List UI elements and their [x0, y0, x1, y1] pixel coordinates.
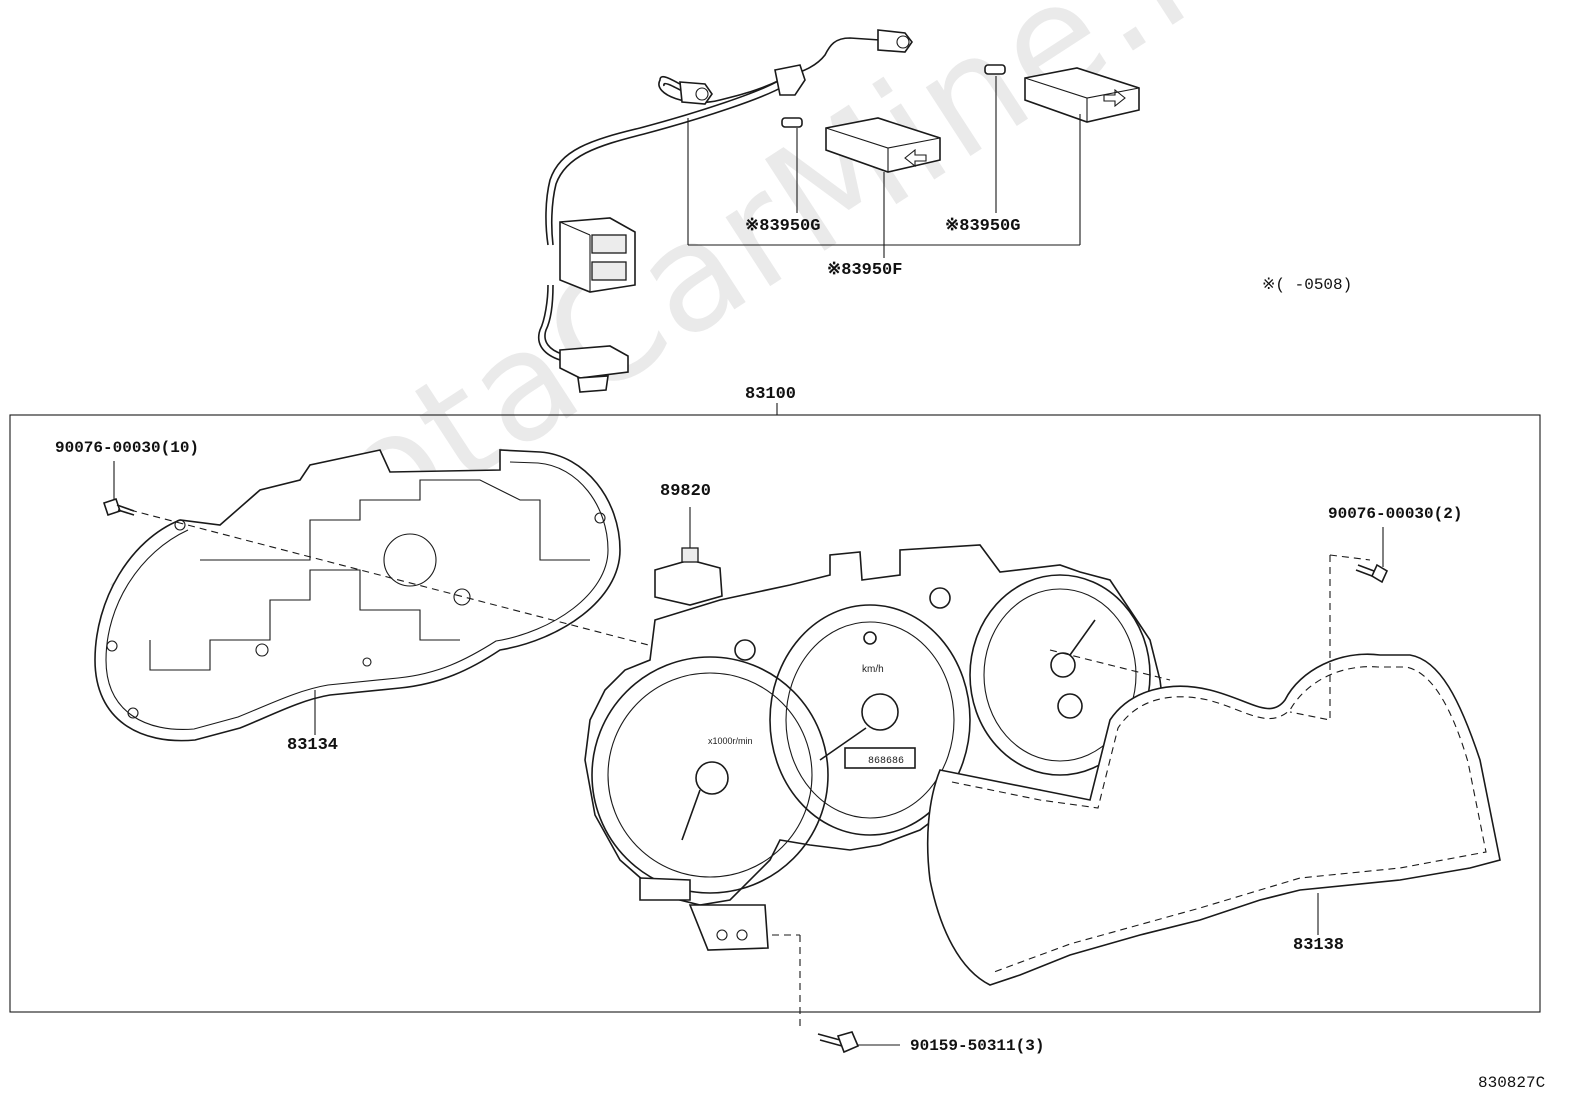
diagram-code: 830827C [1478, 1074, 1546, 1092]
screw-path-right [1289, 555, 1331, 721]
bolt-bottom [817, 1031, 900, 1054]
label-bolt-bottom: 90159-50311(3) [910, 1037, 1045, 1055]
label-83950g-left: ※83950G [745, 217, 821, 236]
label-83100: 83100 [745, 385, 797, 404]
label-83950g-right: ※83950G [945, 217, 1021, 236]
screw-path-left [129, 509, 661, 649]
label-89820: 89820 [660, 482, 712, 501]
assembly-frame-83100 [9, 403, 1541, 1013]
label-83134: 83134 [287, 736, 339, 755]
label-83138: 83138 [1293, 936, 1345, 955]
speed-unit-text: km/h [862, 664, 884, 675]
wire-harness-83950 [538, 29, 1140, 393]
tach-unit-text: x1000r/min [708, 736, 753, 746]
meter-assembly [584, 544, 1166, 951]
label-screw-right: 90076-00030(2) [1328, 505, 1463, 523]
screw-right [1355, 527, 1389, 584]
odometer-text: 868686 [868, 756, 904, 767]
cover-glass-83138 [926, 653, 1501, 986]
note-label: ※( -0508) [1262, 276, 1353, 294]
label-83950f: ※83950F [827, 261, 903, 280]
relay-89820 [654, 507, 723, 606]
back-panel-83134 [94, 449, 621, 742]
screw-left [102, 497, 135, 517]
label-screw-left: 90076-00030(10) [55, 439, 200, 457]
